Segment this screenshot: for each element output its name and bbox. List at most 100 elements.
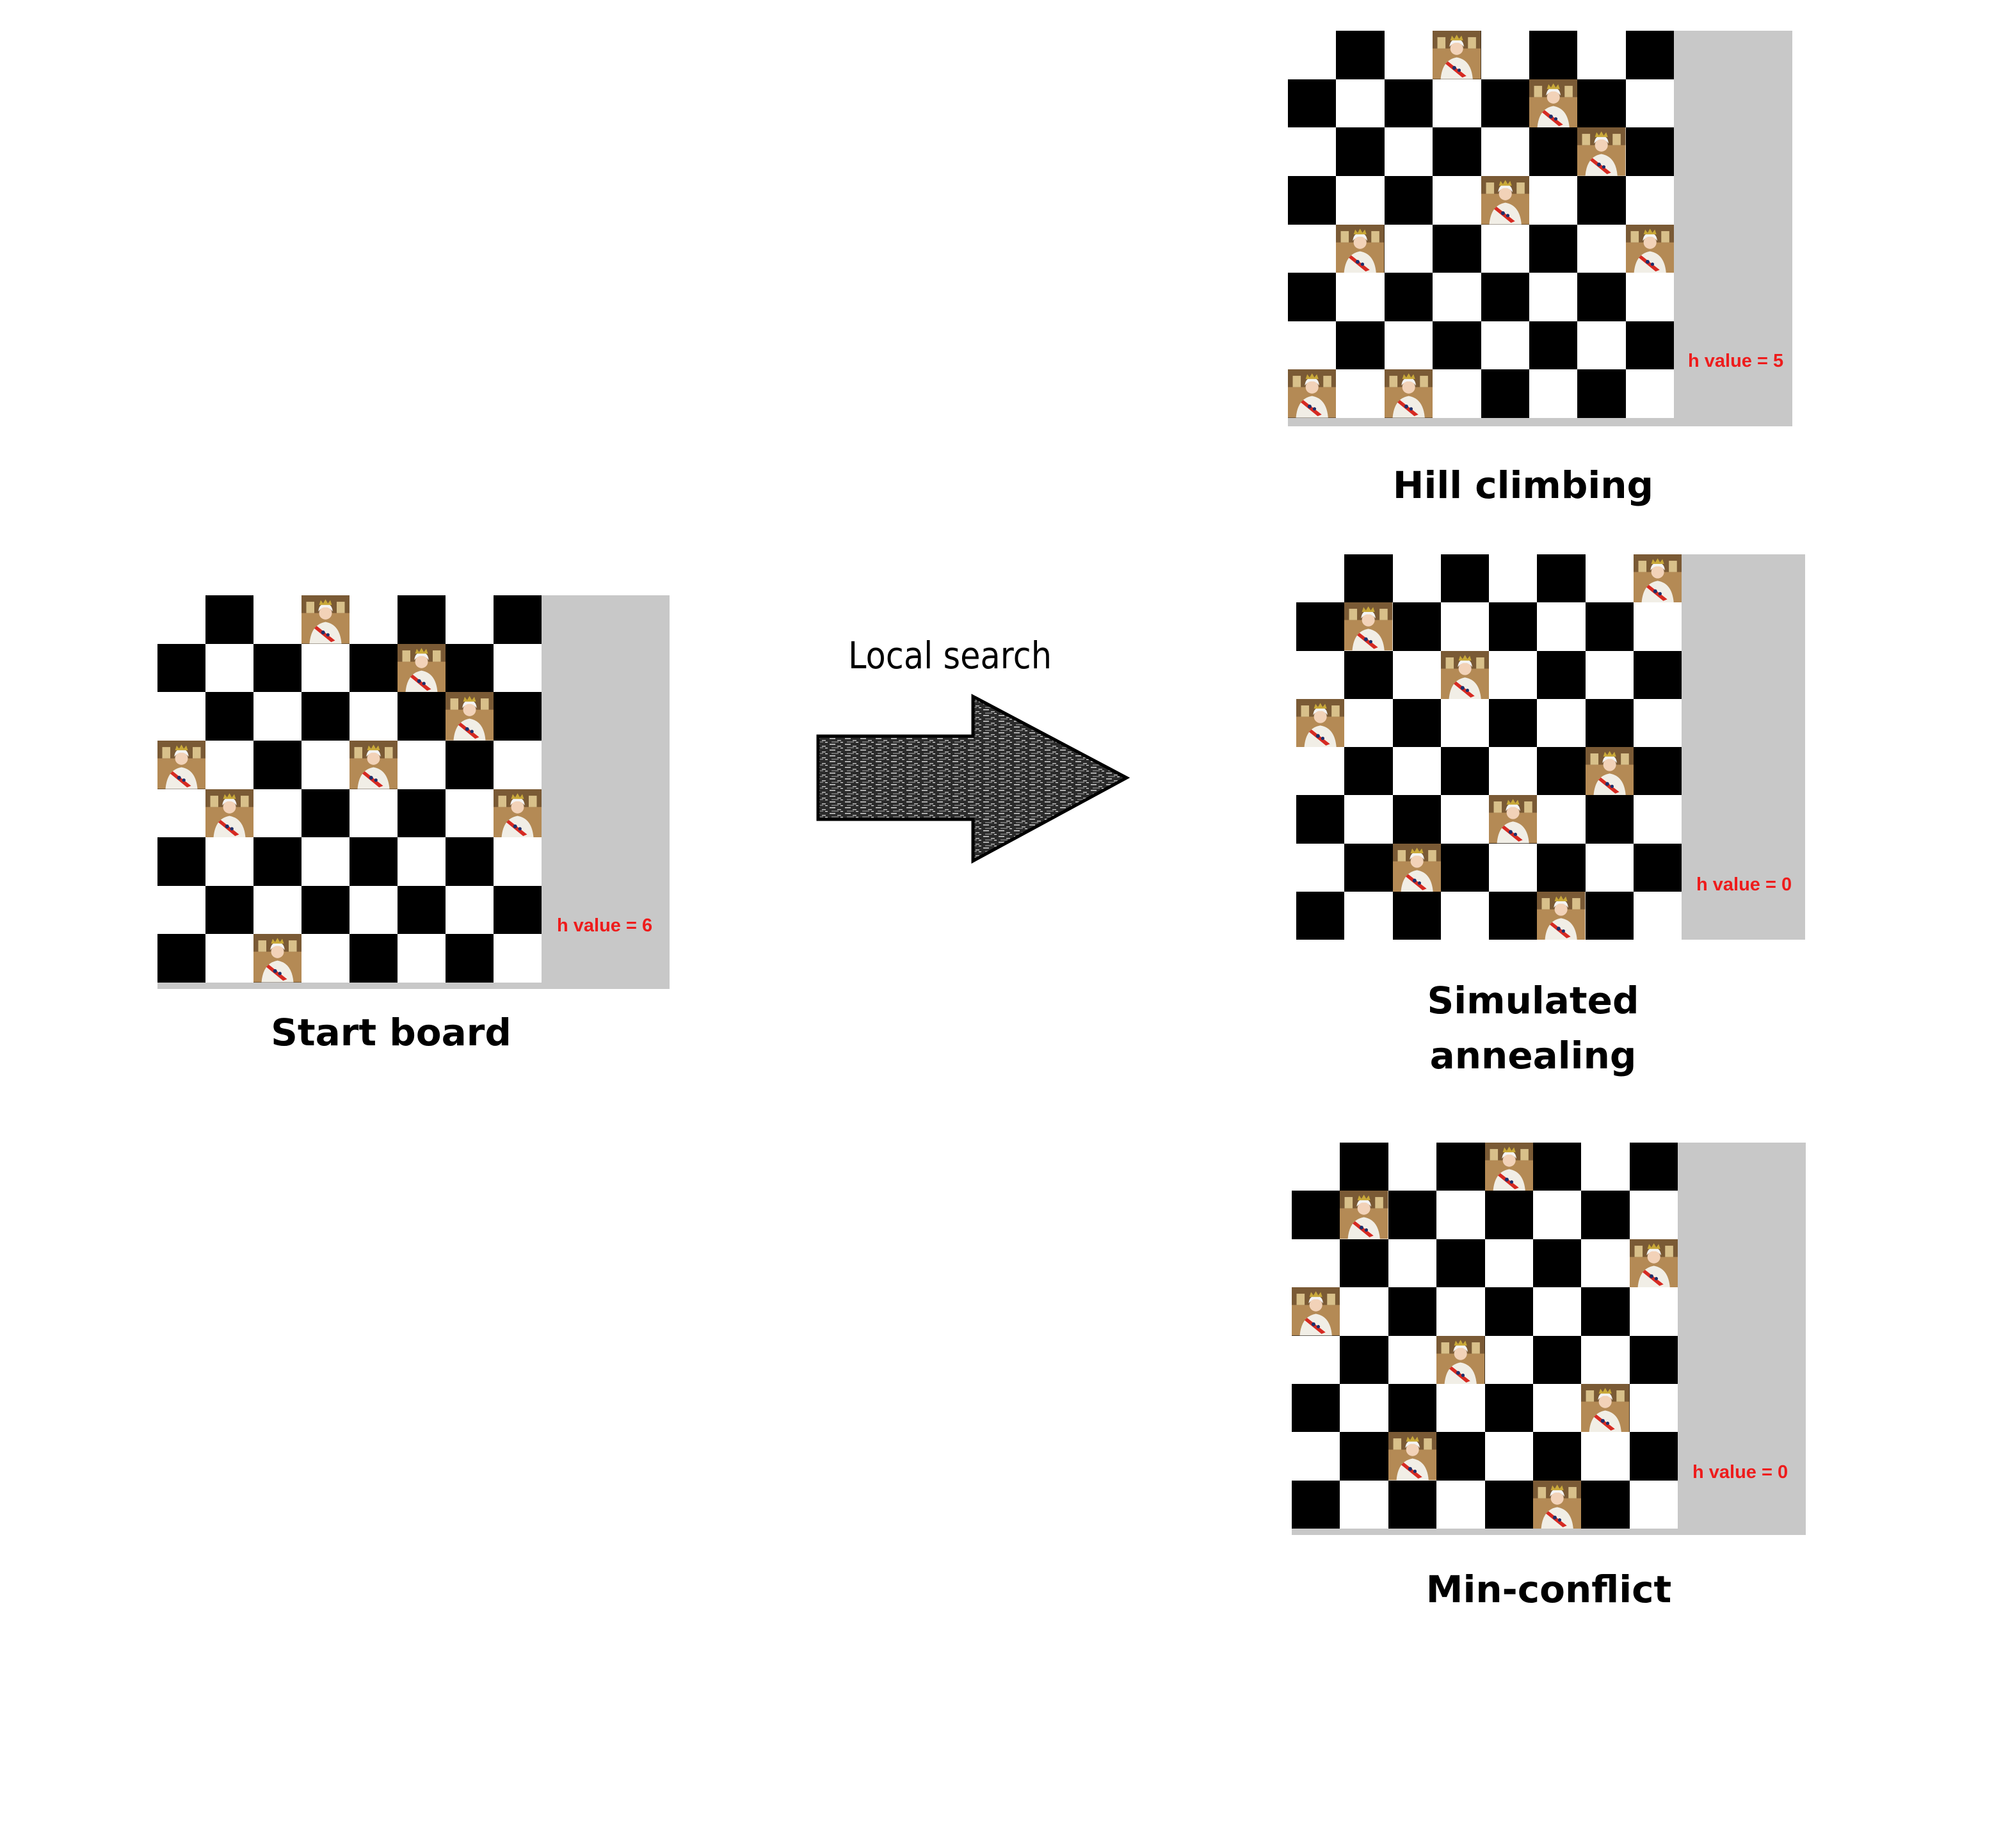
board-square [205, 837, 253, 886]
board-square [1625, 175, 1674, 225]
board-square [301, 692, 350, 741]
board-square [1292, 1239, 1340, 1288]
board-square [1296, 747, 1345, 796]
board-square [1340, 1432, 1388, 1481]
queen-icon [1344, 602, 1393, 651]
board-square [1484, 1143, 1533, 1191]
board-square [494, 837, 542, 886]
board-square [1296, 698, 1345, 747]
min-conflict-h-value: h value = 0 [1692, 1462, 1788, 1482]
queen-icon [1340, 1191, 1388, 1239]
board-square [1585, 554, 1634, 603]
board-square [1388, 1432, 1437, 1481]
board-square [1529, 175, 1578, 225]
board-square [1581, 1383, 1630, 1433]
board-square [1577, 369, 1626, 418]
board-square [1440, 650, 1489, 699]
hill-climbing-grid [1288, 31, 1674, 418]
board-square [1440, 891, 1489, 940]
simulated-annealing-grid [1296, 554, 1682, 940]
board-square [1484, 1480, 1533, 1529]
simulated-annealing-caption: Simulated annealing [1427, 979, 1639, 1077]
board-square [1481, 224, 1529, 273]
board-square [1585, 602, 1634, 651]
board-square [301, 934, 350, 983]
board-square [1433, 369, 1481, 418]
board-square [1633, 891, 1682, 940]
board-square [1344, 795, 1393, 844]
board-square [1481, 321, 1529, 370]
board-square [1436, 1432, 1485, 1481]
board-square [350, 595, 398, 644]
board-square [1585, 650, 1634, 699]
board-square [1336, 321, 1385, 370]
board-square [1296, 843, 1345, 892]
board-square [301, 643, 350, 693]
board-square [1529, 79, 1578, 128]
board-square [1537, 843, 1586, 892]
right-arrow-icon [816, 693, 1130, 864]
board-square [1633, 747, 1682, 796]
board-square [1625, 369, 1674, 418]
queen-icon [1481, 175, 1529, 225]
board-square [1577, 175, 1626, 225]
board-square [398, 837, 446, 886]
board-square [1296, 602, 1345, 651]
board-square [253, 595, 301, 644]
board-square [446, 740, 494, 789]
board-square [1481, 175, 1529, 225]
arrow-label: Local search [848, 634, 1052, 677]
board-square [1388, 1287, 1437, 1336]
queen-icon [1296, 698, 1345, 747]
board-square [1336, 175, 1385, 225]
board-square [1629, 1335, 1678, 1384]
board-square [1537, 891, 1586, 940]
board-square [1581, 1287, 1630, 1336]
board-square [446, 595, 494, 644]
board-square [1288, 127, 1337, 176]
board-square [1532, 1287, 1582, 1336]
board-square [253, 885, 301, 935]
board-square [1436, 1287, 1485, 1336]
board-square [1581, 1239, 1630, 1288]
queen-icon [398, 643, 446, 693]
board-square [1625, 321, 1674, 370]
board-square [1384, 369, 1433, 418]
board-square [1625, 79, 1674, 128]
board-square [1384, 175, 1433, 225]
board-square [1581, 1335, 1630, 1384]
board-square [1489, 843, 1538, 892]
board-square [494, 789, 542, 838]
board-square [1296, 795, 1345, 844]
board-square [350, 692, 398, 741]
board-square [1484, 1335, 1533, 1384]
board-square [1585, 843, 1634, 892]
board-square [205, 692, 253, 741]
board-square [301, 789, 350, 838]
board-square [1433, 224, 1481, 273]
board-square [1392, 698, 1441, 747]
board-square [157, 837, 205, 886]
board-square [1292, 1335, 1340, 1384]
board-square [1288, 273, 1337, 321]
board-square [1384, 79, 1433, 128]
board-square [1532, 1480, 1582, 1529]
board-square [1629, 1432, 1678, 1481]
board-square [1344, 891, 1393, 940]
board-square [1344, 554, 1393, 603]
board-square [1288, 31, 1337, 79]
board-square [1633, 554, 1682, 603]
board-square [1336, 79, 1385, 128]
board-square [1336, 127, 1385, 176]
board-square [253, 740, 301, 789]
board-square [1440, 698, 1489, 747]
board-square [1629, 1480, 1678, 1529]
queen-icon [1537, 891, 1586, 940]
board-square [1292, 1480, 1340, 1529]
board-square [1440, 747, 1489, 796]
board-square [398, 885, 446, 935]
queen-icon [1625, 224, 1674, 273]
board-square [1481, 79, 1529, 128]
board-square [1537, 602, 1586, 651]
board-square [1529, 369, 1578, 418]
